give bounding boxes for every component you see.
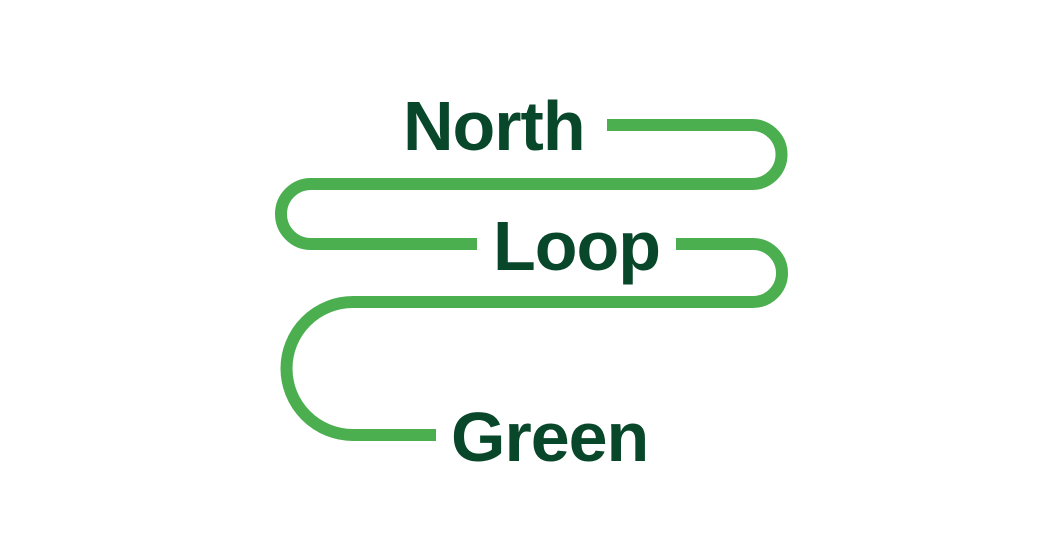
logo-word-green: Green bbox=[451, 398, 649, 476]
logo-word-loop: Loop bbox=[493, 207, 661, 285]
winding-line-path bbox=[275, 119, 788, 441]
logo-word-north: North bbox=[403, 87, 586, 165]
